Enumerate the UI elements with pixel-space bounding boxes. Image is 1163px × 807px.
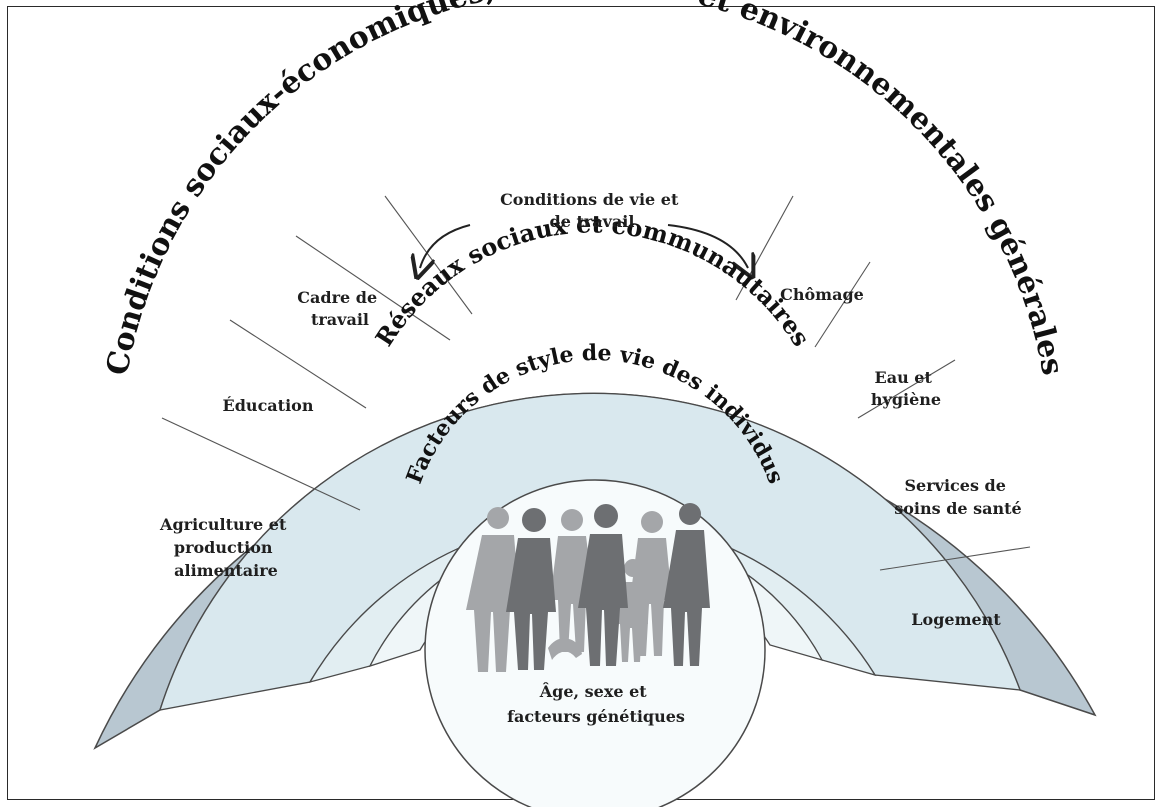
segment-services-label: Services de soins de santé xyxy=(894,476,1021,518)
segment-chomage-label: Chômage xyxy=(780,285,864,304)
segment-eau-label: Eau et hygiène xyxy=(871,368,941,409)
people-silhouettes-icon xyxy=(466,503,710,672)
outer-layer-title: Conditions sociaux-économiques, culturel… xyxy=(100,0,1070,378)
arrow-right xyxy=(667,224,748,268)
arrow-left xyxy=(420,224,471,268)
segment-education-label: Éducation xyxy=(223,395,314,415)
segment-agriculture-label: Agriculture et production alimentaire xyxy=(159,515,292,580)
core-label: Âge, sexe et facteurs génétiques xyxy=(507,681,685,726)
segment-logement-label: Logement xyxy=(911,610,1001,629)
segment-dividers xyxy=(161,195,1031,571)
segment-cadre-label: Cadre de travail xyxy=(297,288,382,329)
segment-conditions-label: Conditions de vie et de travail xyxy=(500,190,684,231)
